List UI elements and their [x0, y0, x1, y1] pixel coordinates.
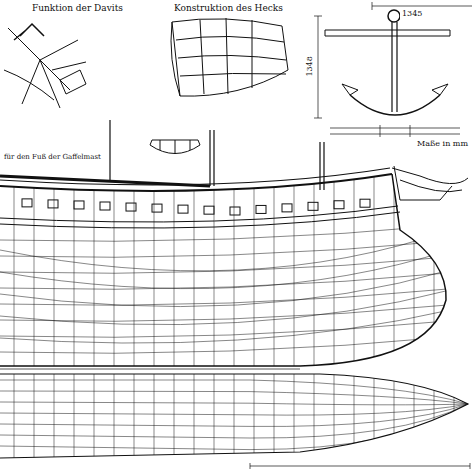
- caption-label: Funktion der Davits: [30, 4, 125, 14]
- dimension-label: 1345: [400, 10, 424, 19]
- caption-label: Maße in mm: [415, 140, 470, 149]
- caption-label: Konstruktion des Hecks: [172, 4, 285, 14]
- stern-construction: [150, 18, 288, 154]
- dimension-label: 1348: [306, 54, 315, 78]
- half-breadth-plan: [0, 372, 470, 469]
- caption-label: für den Fuß der Gaffelmast: [2, 154, 103, 162]
- hull-profile: [0, 120, 468, 370]
- davit-sketch: [4, 24, 86, 108]
- anchor-drawing: [314, 2, 472, 137]
